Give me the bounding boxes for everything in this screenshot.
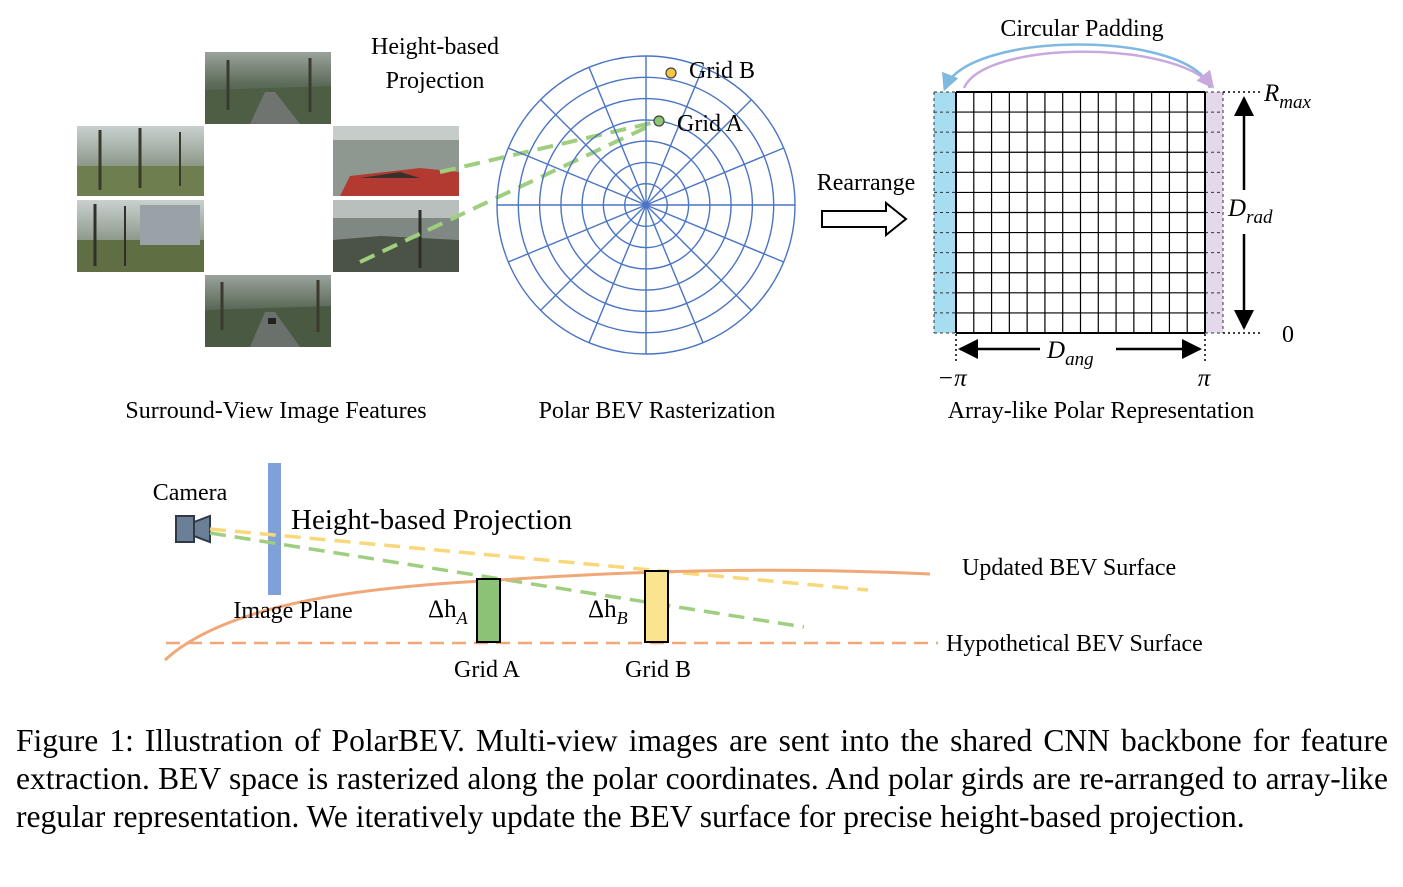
zero-label: 0 xyxy=(1282,322,1294,348)
polar-grid-a-label: Grid A xyxy=(677,111,744,137)
camera-image-back-left xyxy=(77,200,204,272)
polar-sector-line xyxy=(645,99,752,206)
surround-view-label: Surround-View Image Features xyxy=(125,398,426,424)
polar-sector-line xyxy=(645,204,784,263)
figure-illustration: Height-based Projection Surround-View Im… xyxy=(77,16,1312,683)
updated-surface-label: Updated BEV Surface xyxy=(962,555,1176,581)
camera-image-front-right xyxy=(333,126,459,196)
polar-sector-line xyxy=(645,204,752,311)
polar-sector-line xyxy=(508,147,647,206)
hypothetical-surface-label: Hypothetical BEV Surface xyxy=(946,631,1203,657)
d-ang-label: Dang xyxy=(1046,337,1094,370)
polar-sector-line xyxy=(540,99,647,206)
side-grid-b-bar xyxy=(644,570,669,643)
polar-sector-line xyxy=(645,147,784,206)
rearrange-label: Rearrange xyxy=(817,170,916,196)
d-rad-label: Drad xyxy=(1227,195,1273,228)
delta-h-a-label: ΔhA xyxy=(428,596,469,628)
rearrange-arrow-icon xyxy=(821,200,908,238)
array-polar-grid xyxy=(933,91,1224,334)
side-grid-b-label: Grid B xyxy=(625,657,691,683)
pi-label: π xyxy=(1198,365,1212,392)
polar-sector-line xyxy=(645,204,704,343)
array-polar-label: Array-like Polar Representation xyxy=(948,398,1255,424)
projection-label-line2: Projection xyxy=(386,68,485,94)
polar-bev-grid xyxy=(496,55,796,355)
side-view-title: Height-based Projection xyxy=(291,504,573,536)
polar-grid-b-label: Grid B xyxy=(689,58,755,84)
image-plane-label: Image Plane xyxy=(233,598,352,624)
side-grid-a-bar xyxy=(476,578,501,643)
projection-rays xyxy=(359,119,661,264)
grid-a-marker xyxy=(653,115,665,127)
circular-padding-arrows xyxy=(942,43,1215,92)
polar-sector-line xyxy=(540,204,647,311)
figure-caption: Figure 1: Illustration of PolarBEV. Mult… xyxy=(16,722,1388,836)
side-view-diagram: Camera Height-based Projection ΔhA ΔhB I… xyxy=(153,463,1203,683)
camera-image-back-right xyxy=(333,200,459,272)
caption-text: Figure 1: Illustration of PolarBEV. Mult… xyxy=(16,723,1388,834)
polar-sector-line xyxy=(588,67,647,206)
polar-sector-line xyxy=(645,67,704,206)
camera-label: Camera xyxy=(153,480,228,506)
polar-sector-line xyxy=(588,204,647,343)
r-max-label: Rmax xyxy=(1263,80,1312,113)
image-plane-bar xyxy=(268,463,281,595)
side-grid-a-label: Grid A xyxy=(454,657,521,683)
camera-image-front-left xyxy=(77,126,204,196)
delta-h-b-label: ΔhB xyxy=(588,596,628,628)
polar-bev-label: Polar BEV Rasterization xyxy=(539,398,776,424)
camera-icon xyxy=(175,514,211,544)
camera-image-front xyxy=(205,52,331,124)
projection-label-line1: Height-based xyxy=(371,34,499,60)
pad-column-left xyxy=(934,92,956,333)
grid-b-marker xyxy=(665,67,677,79)
surround-view-images xyxy=(77,52,459,347)
camera-image-back xyxy=(205,275,331,347)
circular-padding-label: Circular Padding xyxy=(1000,16,1163,42)
ray-yellow xyxy=(209,527,869,592)
neg-pi-label: −π xyxy=(937,365,968,392)
polar-sector-line xyxy=(508,204,647,263)
